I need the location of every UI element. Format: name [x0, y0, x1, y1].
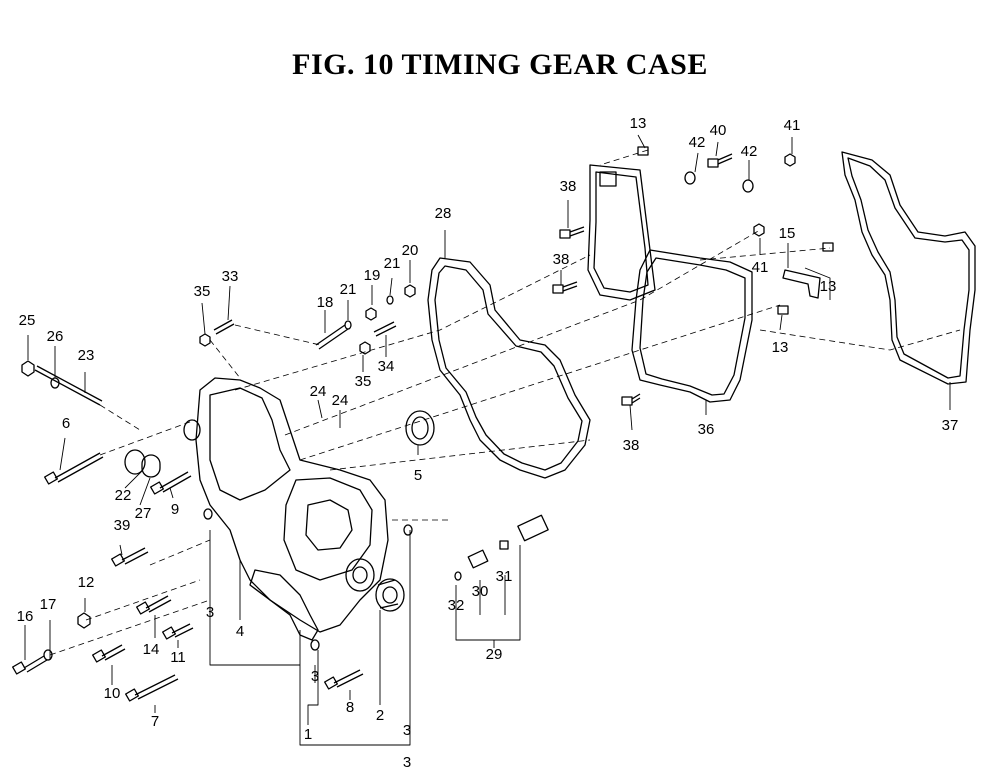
label-3b: 3 [311, 668, 319, 685]
label-26: 26 [47, 328, 64, 345]
label-22: 22 [115, 487, 132, 504]
label-20: 20 [402, 242, 419, 259]
label-39: 39 [114, 517, 131, 534]
label-19: 19 [364, 267, 381, 284]
timing-case-body [195, 377, 389, 633]
label-7: 7 [151, 713, 159, 730]
label-21b: 21 [384, 255, 401, 272]
gasket-28 [427, 257, 591, 479]
label-3d: 3 [403, 754, 411, 768]
label-35b: 35 [355, 373, 372, 390]
label-31: 31 [496, 568, 513, 585]
label-40: 40 [710, 122, 727, 139]
label-24a: 24 [310, 383, 327, 400]
part-labels: 1 2 3 3 3 3 4 5 6 7 8 9 10 11 12 13 13 1… [17, 115, 959, 768]
label-32: 32 [448, 597, 465, 614]
bolts [12, 146, 834, 702]
label-29: 29 [486, 646, 503, 663]
pulley-2 [375, 578, 405, 612]
leader-lines [24, 134, 951, 746]
label-1: 1 [304, 726, 312, 743]
label-38b: 38 [553, 251, 570, 268]
label-25: 25 [19, 312, 36, 329]
label-17: 17 [40, 596, 57, 613]
label-30: 30 [472, 583, 489, 600]
label-6: 6 [62, 415, 70, 432]
label-13c: 13 [772, 339, 789, 356]
label-16: 16 [17, 608, 34, 625]
label-24b: 24 [332, 392, 349, 409]
bracket-15 [782, 269, 821, 299]
oil-seal-5 [405, 410, 435, 446]
label-10: 10 [104, 685, 121, 702]
label-34: 34 [378, 358, 395, 375]
label-14: 14 [143, 641, 160, 658]
figure-title: FIG. 10 TIMING GEAR CASE [292, 48, 708, 81]
label-3c: 3 [206, 604, 214, 621]
label-3a: 3 [403, 722, 411, 739]
label-13b: 13 [820, 278, 837, 295]
label-36: 36 [698, 421, 715, 438]
label-38a: 38 [560, 178, 577, 195]
label-5: 5 [414, 467, 422, 484]
label-11: 11 [170, 649, 186, 666]
small-parts [21, 153, 821, 661]
gasket-37 [841, 151, 976, 385]
label-42a: 42 [689, 134, 706, 151]
label-23: 23 [78, 347, 95, 364]
label-15: 15 [779, 225, 796, 242]
label-28: 28 [435, 205, 452, 222]
label-18: 18 [317, 294, 334, 311]
label-12: 12 [78, 574, 95, 591]
label-33: 33 [222, 268, 239, 285]
label-21a: 21 [340, 281, 357, 298]
label-9: 9 [171, 501, 179, 518]
label-8: 8 [346, 699, 354, 716]
cover-plate-36 [631, 249, 753, 403]
label-13a: 13 [630, 115, 647, 132]
label-38c: 38 [623, 437, 640, 454]
label-37: 37 [942, 417, 959, 434]
alignment-lines [49, 149, 961, 656]
label-2: 2 [376, 707, 384, 724]
upper-cover [587, 164, 656, 301]
label-41b: 41 [752, 259, 769, 276]
label-42b: 42 [741, 143, 758, 160]
label-27: 27 [135, 505, 152, 522]
label-41a: 41 [784, 117, 801, 134]
label-35a: 35 [194, 283, 211, 300]
label-4: 4 [236, 623, 244, 640]
